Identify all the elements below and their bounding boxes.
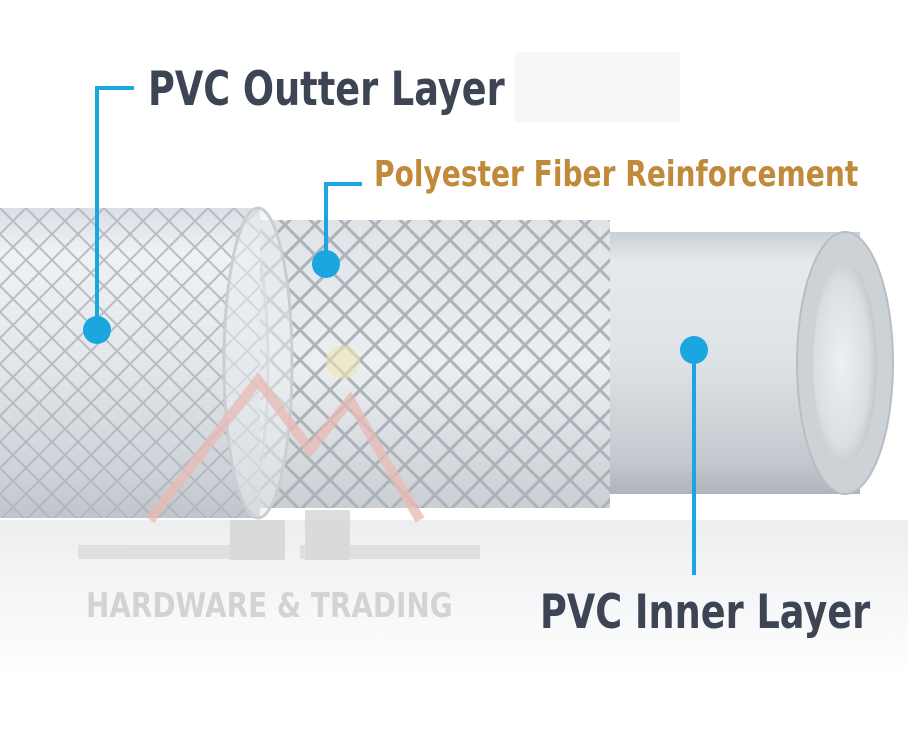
dot-fiber xyxy=(312,250,340,278)
leader-lines xyxy=(95,86,696,575)
leader-dots xyxy=(83,250,708,364)
dot-inner xyxy=(680,336,708,364)
watermark-text: HARDWARE & TRADING xyxy=(86,586,453,626)
watermark-emblem-icon xyxy=(326,345,360,379)
label-pvc-outer-layer: PVC Outter Layer xyxy=(148,62,505,117)
leader-line-outer xyxy=(95,86,134,330)
dot-outer xyxy=(83,316,111,344)
backdrop-box xyxy=(515,52,680,122)
label-pvc-inner-layer: PVC Inner Layer xyxy=(540,585,871,640)
label-polyester-fiber-reinforcement: Polyester Fiber Reinforcement xyxy=(374,154,859,195)
watermark-logo xyxy=(78,345,480,560)
inner-bore xyxy=(813,263,877,463)
leader-line-fiber xyxy=(324,182,362,262)
pvc-outer-layer xyxy=(0,206,294,520)
